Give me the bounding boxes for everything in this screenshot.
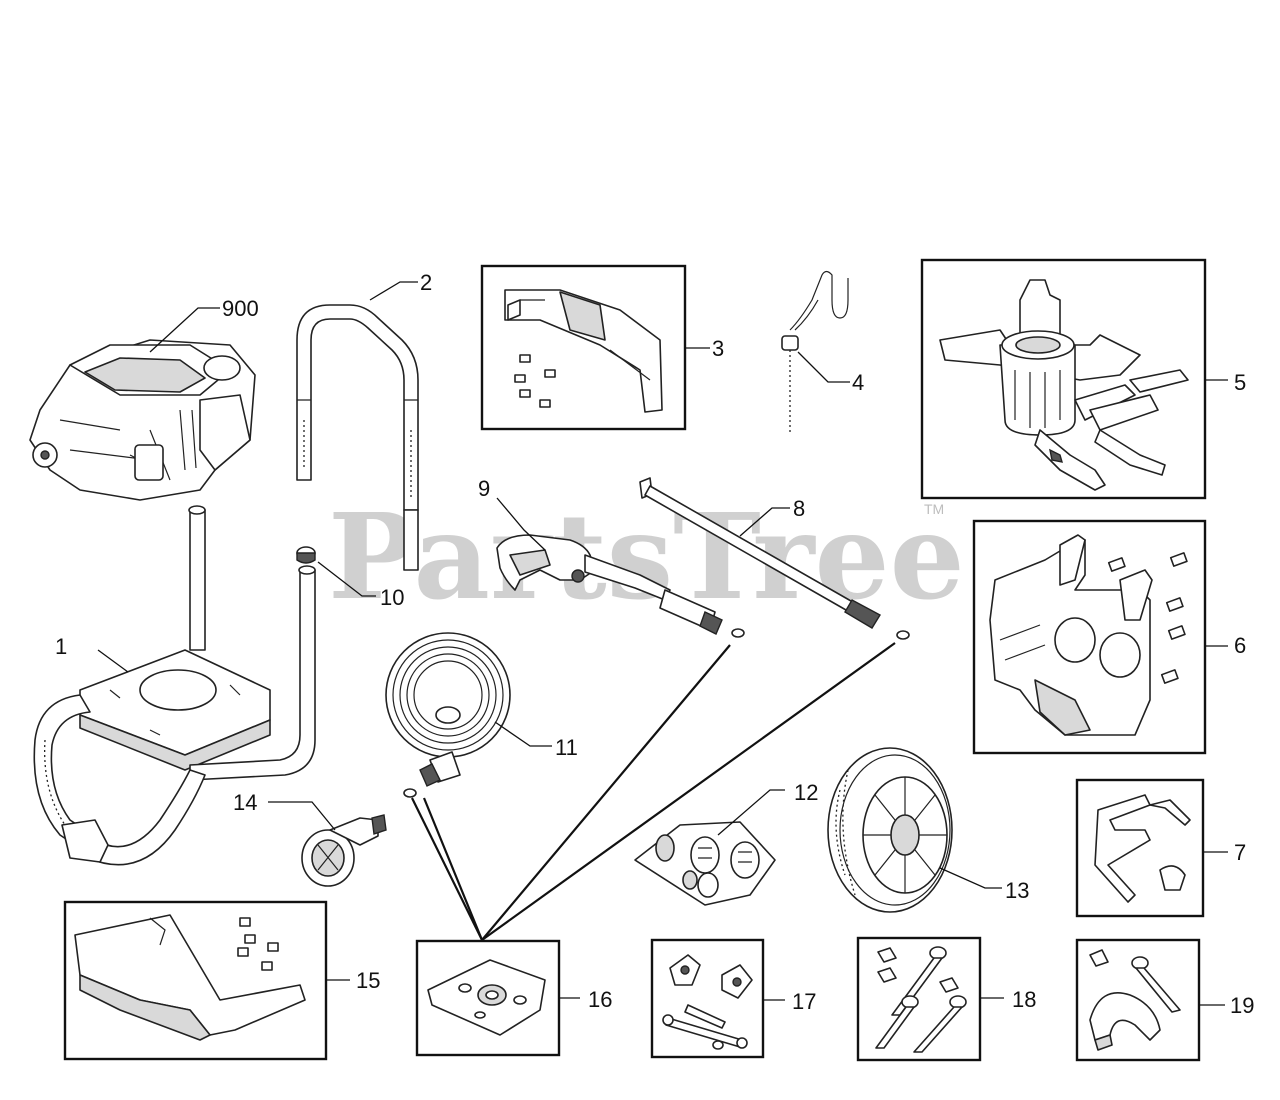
bolt-kit-part[interactable] — [875, 946, 967, 1053]
callout-6: 6 — [1234, 633, 1246, 658]
chemical-hose-part[interactable] — [781, 270, 849, 436]
callout-10: 10 — [380, 585, 404, 610]
nozzle-kit-part[interactable] — [634, 821, 776, 906]
callout-16: 16 — [588, 987, 612, 1012]
callout-18: 18 — [1012, 987, 1036, 1012]
callout-12: 12 — [794, 780, 818, 805]
foot-kit-part[interactable] — [1089, 949, 1181, 1051]
gun-holder-part[interactable] — [1094, 794, 1191, 903]
callout-2: 2 — [420, 270, 432, 295]
bolt-kit-box — [856, 936, 982, 1062]
callout-19: 19 — [1230, 993, 1254, 1018]
wand-part[interactable] — [639, 477, 910, 640]
callout-5: 5 — [1234, 370, 1246, 395]
handle-cap-part[interactable] — [296, 546, 316, 564]
spray-gun-part[interactable] — [496, 534, 745, 638]
callout-3: 3 — [712, 336, 724, 361]
panel-kit-part[interactable] — [989, 534, 1188, 736]
callout-4: 4 — [852, 370, 864, 395]
foot-kit-box — [1075, 938, 1201, 1062]
pump-box — [920, 258, 1207, 500]
pump-part[interactable] — [939, 279, 1189, 491]
knob-kit-box — [650, 938, 765, 1059]
callout-11: 11 — [555, 735, 578, 760]
callout-7: 7 — [1234, 840, 1246, 865]
hose-part[interactable] — [385, 632, 511, 798]
callout-13: 13 — [1005, 878, 1029, 903]
wheel-part[interactable] — [827, 747, 953, 913]
frame-base-part[interactable] — [33, 505, 316, 866]
o-ring-kit-part[interactable] — [427, 959, 546, 1036]
gun-holder-box — [1075, 778, 1205, 918]
callout-900: 900 — [222, 296, 259, 321]
callout-8: 8 — [793, 496, 805, 521]
callout-1: 1 — [55, 634, 67, 659]
watermark-trademark: TM — [924, 501, 944, 517]
callout-9: 9 — [478, 476, 490, 501]
engine-part[interactable] — [29, 339, 256, 501]
handle-kit-part[interactable] — [504, 289, 663, 413]
nozzle-part[interactable] — [301, 814, 387, 887]
handle-part[interactable] — [296, 304, 419, 571]
console-kit-part[interactable] — [74, 914, 306, 1041]
callout-15: 15 — [356, 968, 380, 993]
knob-kit-part[interactable] — [662, 954, 753, 1050]
panel-kit-box — [972, 519, 1207, 755]
watermark-text: PartsTree — [328, 487, 965, 626]
callout-17: 17 — [792, 989, 816, 1014]
callout-14: 14 — [233, 790, 257, 815]
